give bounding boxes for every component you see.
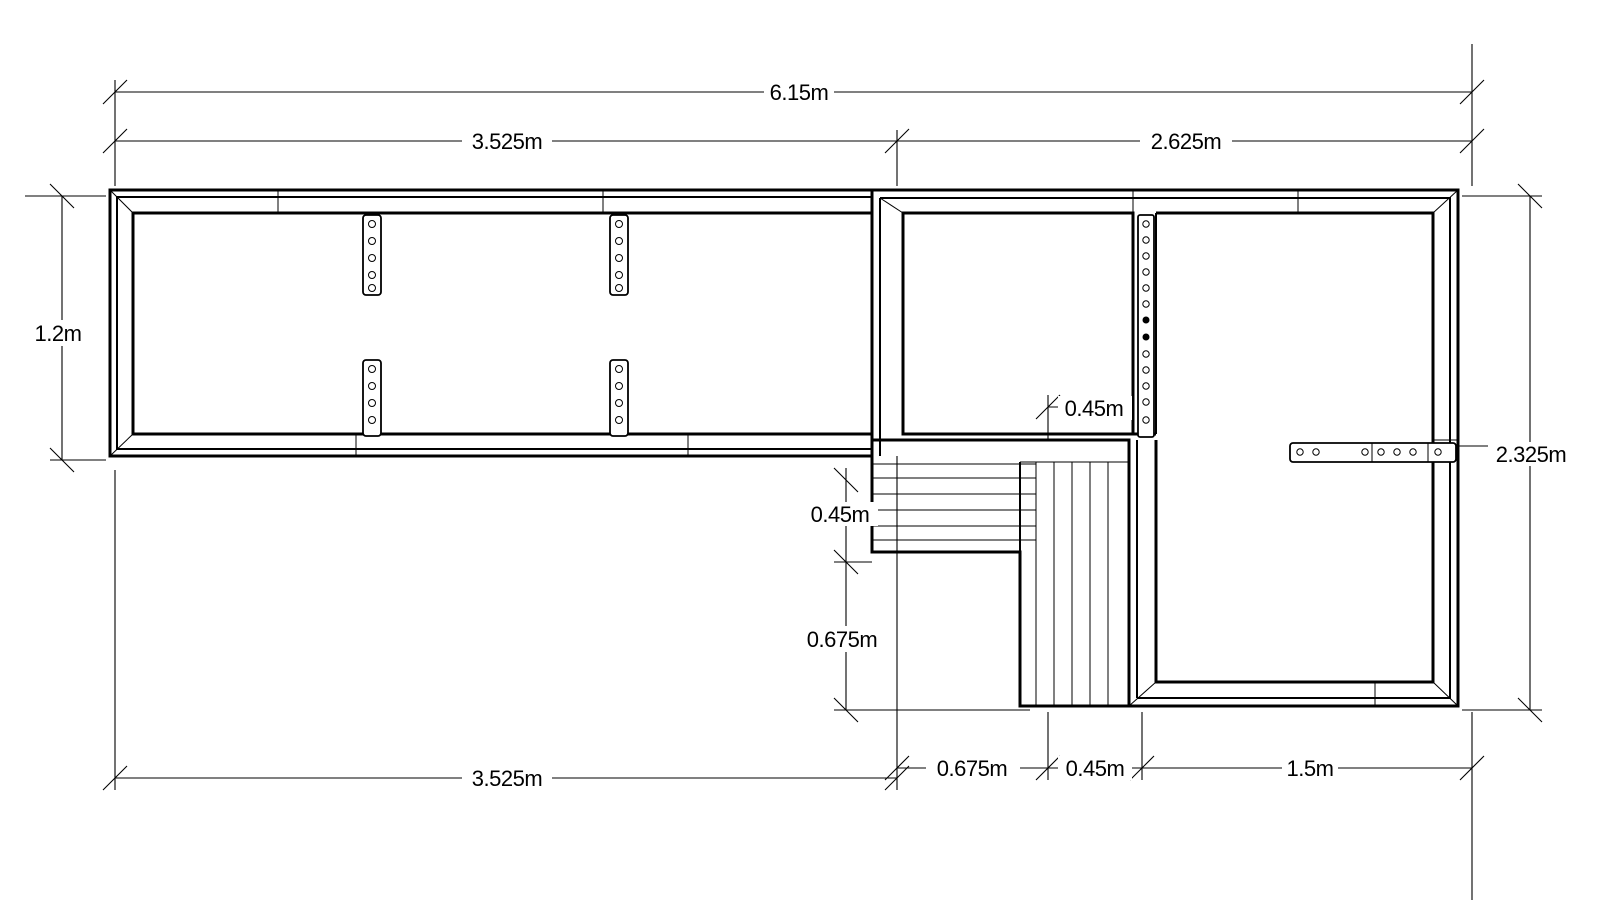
bracket-bottom-2 <box>609 359 629 437</box>
bracket-divider-long <box>1137 214 1155 438</box>
label-inner-offset: 0.45m <box>1065 396 1124 421</box>
label-total-width: 6.15m <box>770 80 829 105</box>
label-right-depth: 2.325m <box>1496 442 1566 467</box>
step-vertical <box>1019 461 1129 706</box>
dimension-lines <box>25 44 1543 900</box>
bracket-top-1 <box>362 214 382 296</box>
label-right-bottom-width: 1.5m <box>1287 756 1334 781</box>
label-step-drop: 0.675m <box>807 627 877 652</box>
label-left-depth: 1.2m <box>35 321 82 346</box>
label-step-depth: 0.45m <box>811 502 870 527</box>
bracket-bottom-1 <box>362 359 382 437</box>
label-left-width-bottom: 3.525m <box>472 766 542 791</box>
bracket-horizontal <box>1289 442 1457 463</box>
label-step-width-1: 0.675m <box>937 756 1007 781</box>
dimension-labels: 6.15m 3.525m 2.625m 1.2m 2.325m 0.45m 0.… <box>30 80 1574 791</box>
label-right-width-top: 2.625m <box>1151 129 1221 154</box>
left-box <box>108 188 874 458</box>
bracket-top-2 <box>609 214 629 296</box>
label-left-width-top: 3.525m <box>472 129 542 154</box>
label-step-width-2: 0.45m <box>1066 756 1125 781</box>
